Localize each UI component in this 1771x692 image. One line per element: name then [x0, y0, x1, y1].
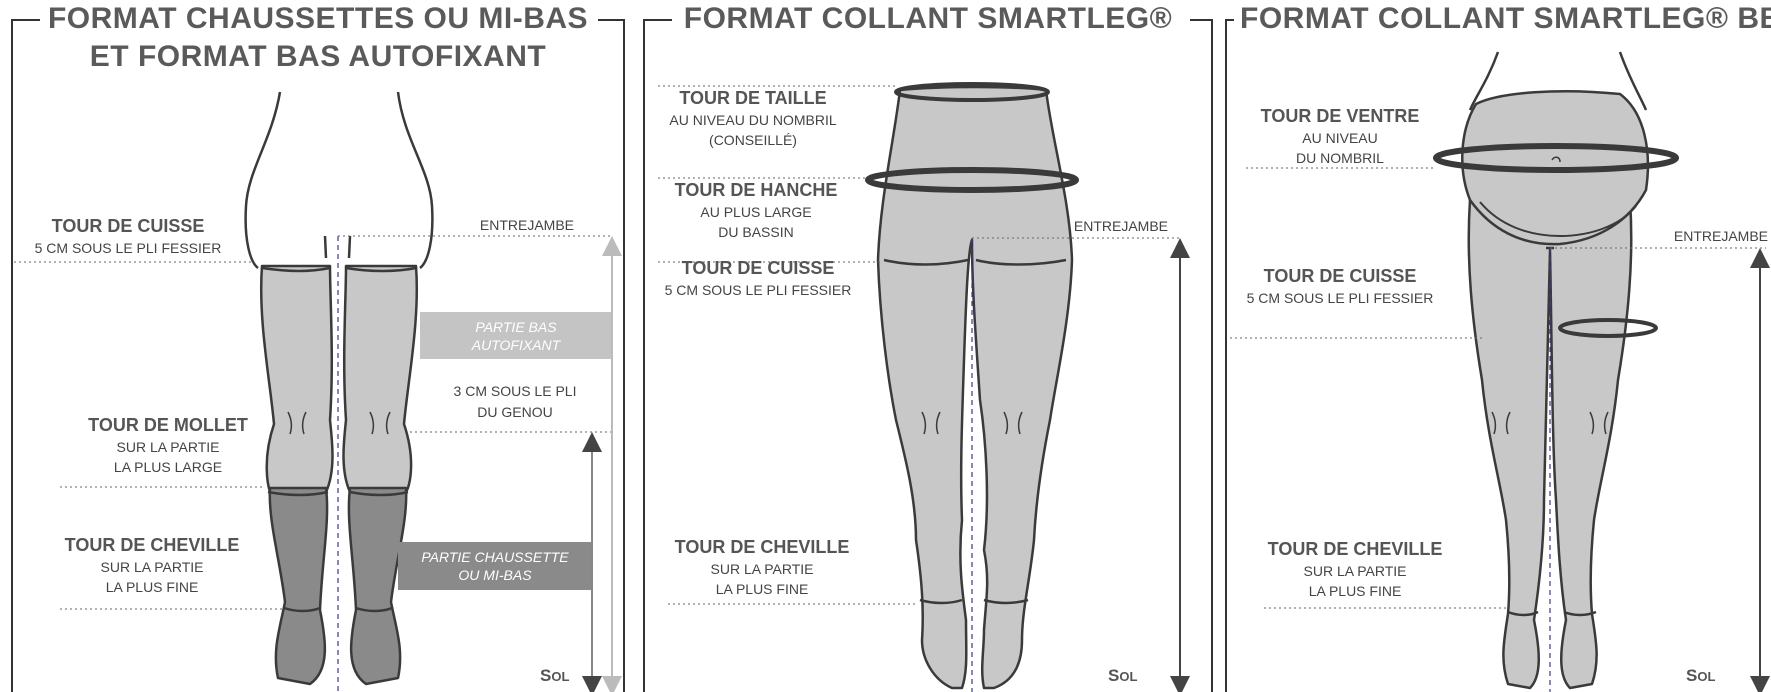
panel-1-ankle-sub1: SUR LA PARTIE: [101, 559, 204, 575]
panel-3-belly-title: TOUR DE VENTRE: [1261, 106, 1420, 127]
panel-2-floor-ol: OL: [1119, 669, 1137, 684]
panel-1-calf-sub2: LA PLUS LARGE: [114, 459, 222, 475]
panel-3-ankle-title: TOUR DE CHEVILLE: [1268, 539, 1443, 560]
panel-1-floor-s: S: [540, 666, 551, 685]
panel-1-thigh-sub: 5 CM SOUS LE PLI FESSIER: [35, 240, 222, 256]
panel-3-belly-sub2: DU NOMBRIL: [1296, 150, 1384, 166]
panel-1-knee-label2: DU GENOU: [477, 404, 552, 420]
panel-3-tights: [1436, 52, 1676, 688]
box-sock-line2: OU MI-BAS: [421, 566, 568, 584]
panel-3-ankle-sub1: SUR LA PARTIE: [1304, 563, 1407, 579]
panel-1-thigh-title: TOUR DE CUISSE: [52, 216, 205, 237]
panel-2-ankle-sub1: SUR LA PARTIE: [711, 561, 814, 577]
panel-2-ankle-title: TOUR DE CHEVILLE: [675, 537, 850, 558]
panel-3-floor-label: SOL: [1686, 666, 1715, 686]
panel-3-floor-s: S: [1686, 666, 1697, 685]
panel-1-ankle-title: TOUR DE CHEVILLE: [65, 535, 240, 556]
box-sock-line1: PARTIE CHAUSSETTE: [421, 548, 568, 566]
box-stocking-line2: AUTOFIXANT: [472, 336, 560, 354]
panel-2-title: FORMAT COLLANT SMARTLEG®: [678, 2, 1178, 36]
panel-1-calf-title: TOUR DE MOLLET: [88, 415, 248, 436]
panel-2-crotch-label: ENTREJAMBE: [1074, 218, 1168, 234]
panel-1-title-line1: FORMAT CHAUSSETTES OU MI-BAS: [42, 2, 594, 36]
panel-2-waist-sub1: AU NIVEAU DU NOMBRIL: [669, 112, 836, 128]
panel-3-floor-ol: OL: [1697, 669, 1715, 684]
panel-2-thigh-title: TOUR DE CUISSE: [682, 258, 835, 279]
panel-2-thigh-sub: 5 CM SOUS LE PLI FESSIER: [665, 282, 852, 298]
panel-2-hip-sub1: AU PLUS LARGE: [700, 204, 811, 220]
panel-1-knee-label1: 3 CM SOUS LE PLI: [454, 383, 577, 399]
panel-3-frame: [1226, 20, 1242, 692]
panel-1-title-line2: ET FORMAT BAS AUTOFIXANT: [84, 40, 552, 74]
panel-2-waist-sub2: (CONSEILLÉ): [709, 132, 797, 148]
panel-1-crotch-label: ENTREJAMBE: [480, 217, 574, 233]
panel-3-ankle-sub2: LA PLUS FINE: [1309, 583, 1402, 599]
panel-3-crotch-label: ENTREJAMBE: [1674, 228, 1768, 244]
panel-2-ankle-sub2: LA PLUS FINE: [716, 581, 809, 597]
panel-2-hip-title: TOUR DE HANCHE: [675, 180, 838, 201]
panel-2-hip-sub2: DU BASSIN: [718, 224, 793, 240]
panel-3-belly-sub1: AU NIVEAU: [1302, 130, 1377, 146]
panel-2-floor-s: S: [1108, 666, 1119, 685]
panel-3-title: FORMAT COLLANT SMARTLEG® BB: [1234, 2, 1771, 36]
panel-1-floor-label: SOL: [540, 666, 569, 686]
box-stocking-line1: PARTIE BAS: [472, 318, 560, 336]
panel-1-ankle-sub2: LA PLUS FINE: [106, 579, 199, 595]
panel-3-thigh-title: TOUR DE CUISSE: [1264, 266, 1417, 287]
panel-1-legs: [246, 92, 433, 684]
panel-2-floor-label: SOL: [1108, 666, 1137, 686]
panel-3-thigh-sub: 5 CM SOUS LE PLI FESSIER: [1247, 290, 1434, 306]
panel-1-floor-ol: OL: [551, 669, 569, 684]
panel-1-calf-sub1: SUR LA PARTIE: [117, 439, 220, 455]
panel-2-waist-title: TOUR DE TAILLE: [679, 88, 826, 109]
